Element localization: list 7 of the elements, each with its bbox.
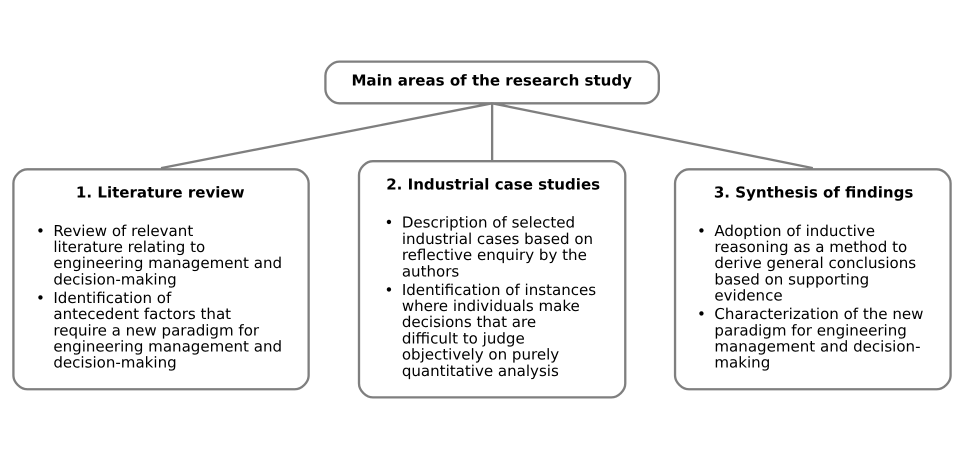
connector bbox=[490, 102, 494, 161]
node-box: 2. Industrial case studies • Description of selected industrial cases based on reflective enquiry by the authors • Identification of instances where individuals make decisions that are difficult to judge objectively on purely quantitative analysis bbox=[358, 160, 626, 398]
node-box: 3. Synthesis of findings • Adoption of inductive reasoning as a method to derive general conclusions based on supporting evidence • Characterization of the new paradigm for engineering management and decision-making bbox=[674, 168, 952, 390]
connector bbox=[492, 102, 814, 169]
node-box: 1. Literature review • Review of relevant literature relating to engineering management and decision-making • Identification of antecedent factors that require a new paradigm for engineering management and decision-making bbox=[12, 168, 310, 390]
connector bbox=[160, 102, 492, 169]
node-box: Main areas of the research study bbox=[324, 60, 660, 104]
